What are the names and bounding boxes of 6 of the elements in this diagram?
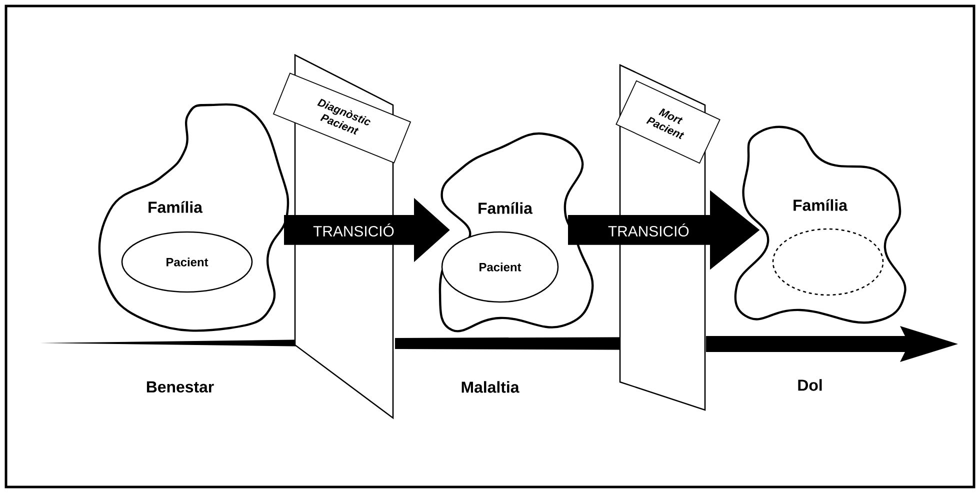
stage-label: Malaltia [462,381,520,393]
edge-label: TRANSICIÓ [608,223,689,237]
stage-label: Benestar [146,381,214,393]
empty-ellipse [772,228,884,296]
edge-label: TRANSICIÓ [313,223,394,237]
stage-label: Dol [798,379,822,391]
